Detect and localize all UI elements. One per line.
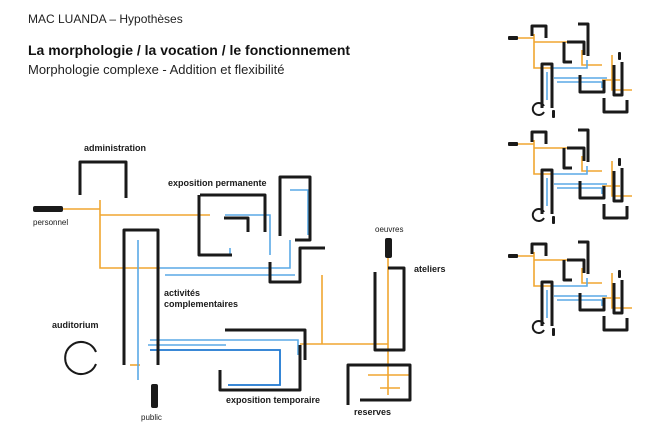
label-exposition-temporaire: exposition temporaire: [226, 395, 320, 405]
label-ateliers: ateliers: [414, 264, 446, 274]
label-public: public: [141, 413, 162, 422]
label-activites: activités: [164, 288, 200, 298]
exposition-permanente-tower: [268, 175, 325, 284]
label-administration: administration: [84, 143, 146, 153]
personnel-terminal: [33, 206, 63, 212]
public-terminal: [151, 384, 158, 408]
label-reserves: reserves: [354, 407, 391, 417]
diagram-subtitle: Morphologie complexe - Addition et flexi…: [28, 62, 285, 77]
oeuvres-terminal: [385, 238, 392, 258]
label-personnel: personnel: [33, 218, 68, 227]
activites-volume: [122, 228, 160, 365]
main-diagram: administration personnel exposition perm…: [33, 143, 446, 422]
page-header: MAC LUANDA – Hypothèses: [28, 12, 183, 26]
administration-volume: [78, 160, 128, 198]
label-complementaires: complementaires: [164, 299, 238, 309]
exposition-temporaire-volume: [218, 328, 307, 392]
ateliers-volume: [373, 266, 406, 352]
terminals: [33, 206, 392, 408]
label-exposition-permanente: exposition permanente: [168, 178, 267, 188]
label-oeuvres: oeuvres: [375, 225, 403, 234]
exposition-permanente-volume: [197, 193, 267, 257]
variant-diagram-3: [506, 240, 634, 338]
public-circulation: [137, 189, 309, 386]
building-volumes: [64, 160, 412, 405]
variant-diagram-2: [506, 128, 634, 226]
reserves-volume: [346, 363, 412, 405]
variant-diagram-1: [506, 22, 634, 120]
auditorium-shape: [64, 341, 97, 375]
diagram-title: La morphologie / la vocation / le foncti…: [28, 42, 351, 58]
label-auditorium: auditorium: [52, 320, 99, 330]
